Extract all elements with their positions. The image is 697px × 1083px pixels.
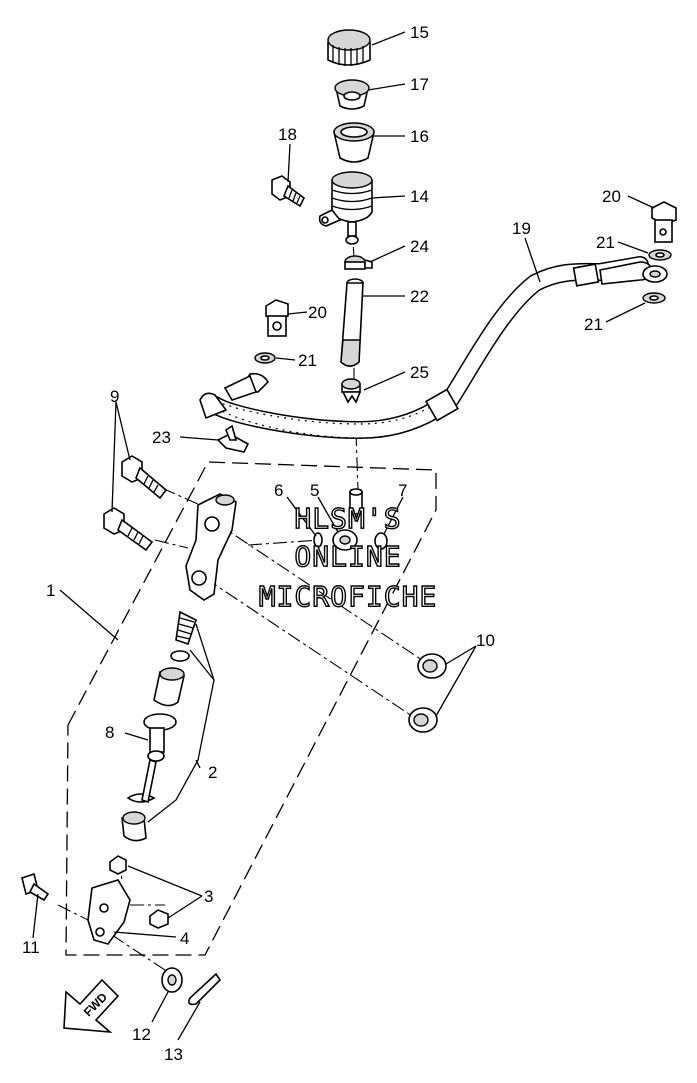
- callout-3: 3: [204, 887, 213, 906]
- callout-25: 25: [410, 363, 429, 382]
- plain-washer-part: [161, 967, 183, 993]
- diaphragm-plate-part: [334, 79, 370, 110]
- leader-lines: [32, 31, 655, 1041]
- bolt-part: [271, 175, 306, 208]
- forward-arrow-icon: FWD: [63, 978, 120, 1034]
- callout-18: 18: [278, 125, 297, 144]
- union-bolt-right-part: [651, 201, 677, 243]
- alignment-line: [247, 539, 321, 546]
- callout-21-upper-right: 21: [596, 233, 615, 252]
- master-cylinder-body-part: [185, 493, 237, 601]
- cylinder-kit-part: [121, 610, 197, 842]
- callout-14: 14: [410, 187, 429, 206]
- callout-11: 11: [22, 938, 40, 957]
- callout-22: 22: [410, 287, 429, 306]
- nut-part: [109, 855, 169, 929]
- copper-washer-right-part: [642, 249, 672, 304]
- callout-20: 20: [308, 303, 327, 322]
- flange-nut-part: [408, 653, 447, 733]
- callout-12: 12: [132, 1025, 151, 1044]
- watermark: HLSM'S ONLINE MICROFICHE: [258, 501, 438, 613]
- watermark-line-3: MICROFICHE: [259, 580, 438, 613]
- alignment-line: [214, 521, 429, 665]
- clevis-pin-part: [21, 872, 50, 902]
- callout-20-right: 20: [602, 187, 621, 206]
- brake-hose-part: [199, 256, 668, 440]
- callout-10: 10: [476, 631, 495, 650]
- alignment-line: [111, 934, 169, 973]
- diaphragm-part: [332, 122, 376, 163]
- watermark-line-2: ONLINE: [294, 540, 401, 573]
- callout-17: 17: [410, 75, 429, 94]
- callout-6: 6: [274, 481, 283, 500]
- callout-7: 7: [398, 481, 407, 500]
- union-bolt-part: [265, 299, 289, 337]
- callout-8: 8: [105, 723, 114, 742]
- alignment-line: [355, 431, 359, 491]
- callout-15: 15: [410, 23, 429, 42]
- cotter-pin-part: [188, 972, 222, 1006]
- callout-4: 4: [180, 929, 189, 948]
- alignment-line: [57, 904, 93, 923]
- hose-clip-lower-part: [341, 378, 362, 404]
- callout-16: 16: [410, 127, 429, 146]
- hose-joint-part: [313, 488, 388, 551]
- callout-5: 5: [310, 481, 319, 500]
- hose-clip-part: [344, 255, 373, 270]
- assembly-outline: [65, 461, 437, 956]
- push-rod-part: [141, 713, 177, 804]
- reservoir-tank-part: [318, 171, 373, 245]
- callout-21: 21: [298, 351, 317, 370]
- callout-numbers: 1 2 3 4 5 6 7 8 9 10 11 12 13 14 15 16 1…: [22, 23, 621, 1064]
- hose-guide-part: [216, 424, 250, 453]
- callout-1: 1: [46, 581, 55, 600]
- callout-9: 9: [110, 387, 119, 406]
- alignment-line: [204, 577, 416, 719]
- callout-2: 2: [208, 763, 217, 782]
- watermark-line-1: HLSM'S: [294, 502, 401, 535]
- callout-13: 13: [164, 1045, 183, 1064]
- callout-19: 19: [512, 219, 531, 238]
- callout-21-lower-right: 21: [584, 315, 603, 334]
- alignment-line: [154, 539, 189, 549]
- reservoir-hose-part: [340, 278, 364, 367]
- callout-24: 24: [410, 237, 429, 256]
- clevis-part: [87, 879, 131, 945]
- mounting-bolt-part: [103, 455, 168, 552]
- copper-washer-part: [254, 352, 276, 364]
- reservoir-cap-part: [327, 29, 371, 66]
- callout-23: 23: [152, 428, 171, 447]
- alignment-line: [161, 487, 201, 506]
